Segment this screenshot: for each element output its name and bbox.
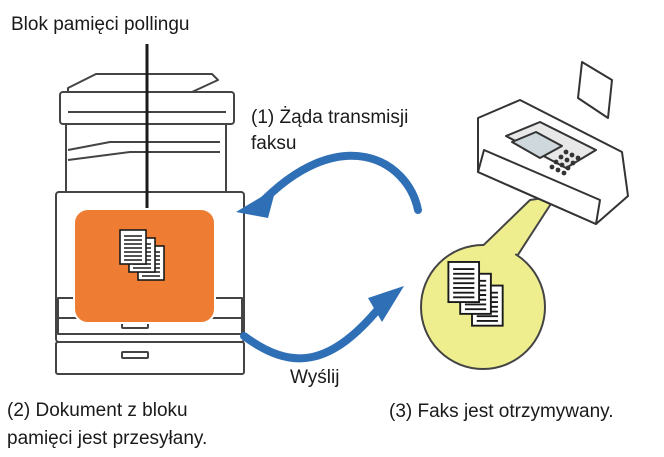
send-arrow	[240, 286, 404, 363]
step1-label-line2: faksu	[251, 133, 297, 154]
step1-label-line1: (1) Żąda transmisji	[251, 107, 409, 128]
received-documents-callout	[420, 195, 557, 370]
step3-label: (3) Faks jest otrzymywany.	[389, 401, 614, 422]
step2-label-line1: (2) Dokument z bloku	[7, 400, 188, 421]
memory-box-label: Blok pamięci pollingu	[11, 14, 190, 35]
step2-label-line2: pamięci jest przesyłany.	[7, 428, 208, 449]
fax-machine-icon	[477, 61, 629, 225]
request-arrow	[236, 151, 422, 218]
send-label: Wyślij	[290, 367, 340, 388]
